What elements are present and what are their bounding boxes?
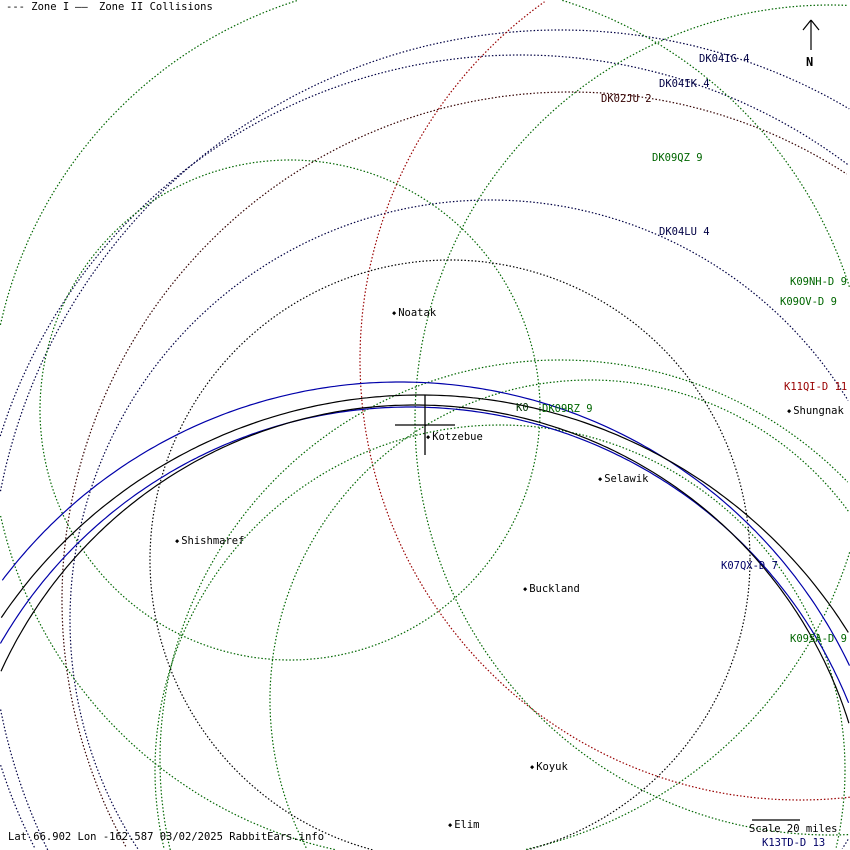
footer-coordinates: Lat 66.902 Lon -162.587 03/02/2025 Rabbi… xyxy=(8,831,325,843)
contour-green-shishmaref xyxy=(154,424,846,848)
station-label[interactable]: K09SA-D 9 xyxy=(790,633,847,645)
legend-zone2-line: —— xyxy=(75,1,88,13)
contour-k11qi xyxy=(359,1,850,801)
crosshair-icon xyxy=(395,395,455,455)
station-label[interactable]: DK04IG 4 xyxy=(699,53,750,65)
station-label[interactable]: DK02JU 2 xyxy=(601,93,652,105)
station-label[interactable]: K13TD-D 13 xyxy=(762,837,826,849)
legend-zone1: --- Zone I xyxy=(6,1,70,13)
contour-green-noatak xyxy=(39,159,541,661)
contour-k07qx-outer xyxy=(1,381,850,666)
legend-zone2: Zone II Collisions xyxy=(99,1,213,13)
station-label[interactable]: K07QX-D 7 xyxy=(721,560,778,572)
city-shishmaref: Shishmaref xyxy=(175,535,244,548)
station-label[interactable]: K09NH-D 9 xyxy=(790,276,847,288)
contour-black-left xyxy=(149,259,751,850)
city-elim: Elim xyxy=(448,819,479,832)
contour-dk04lu xyxy=(69,199,849,850)
contour-black-inner xyxy=(0,404,850,724)
station-label[interactable]: K11QI-D 11 xyxy=(784,381,848,393)
scale-label: Scale 20 miles xyxy=(749,823,838,835)
contour-green-lower xyxy=(159,359,849,850)
contour-k09sa xyxy=(269,379,850,849)
city-koyuk: Koyuk xyxy=(530,761,568,774)
north-arrow-icon xyxy=(802,19,820,50)
city-shungnak: Shungnak xyxy=(787,405,844,418)
contour-dk04ik xyxy=(0,54,849,848)
contour-dk02ju xyxy=(61,91,848,847)
city-buckland: Buckland xyxy=(523,583,580,596)
city-kotzebue: Kotzebue xyxy=(426,431,483,444)
contour-dk09qz xyxy=(414,4,849,836)
north-label: N xyxy=(806,55,814,69)
station-label[interactable]: DK09QZ 9 xyxy=(652,152,703,164)
station-label[interactable]: DK04LU 4 xyxy=(659,226,710,238)
contour-dk04ig xyxy=(0,29,850,850)
contour-k07qx-inner xyxy=(0,406,850,704)
city-noatak: Noatak xyxy=(392,307,436,320)
city-selawik: Selawik xyxy=(598,473,648,486)
station-label[interactable]: K09OV-D 9 xyxy=(780,296,837,308)
contour-black-outer xyxy=(0,394,849,633)
station-label[interactable]: K0 xyxy=(516,402,529,414)
station-label[interactable]: DK09RZ 9 xyxy=(542,403,593,415)
station-label[interactable]: DK04IK 4 xyxy=(659,78,710,90)
